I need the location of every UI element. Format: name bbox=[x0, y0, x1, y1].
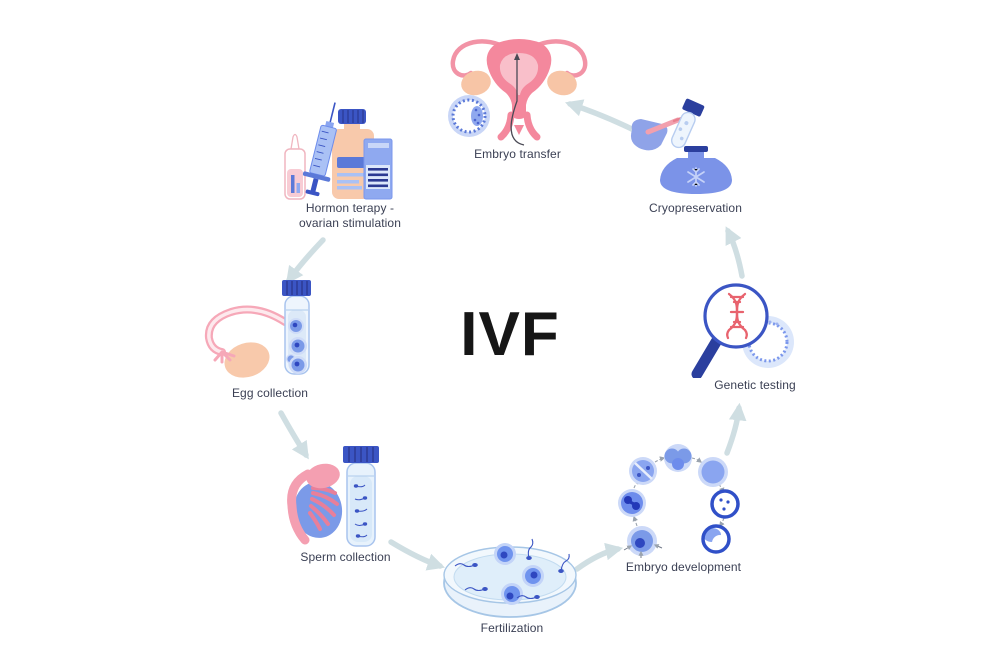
pipette bbox=[645, 117, 681, 135]
diagram-title: IVF bbox=[460, 300, 560, 369]
cryo-tank bbox=[660, 146, 732, 194]
step-label-sperm-collection: Sperm collection bbox=[300, 550, 391, 564]
syringe bbox=[302, 102, 337, 197]
step-label-egg-collection: Egg collection bbox=[231, 386, 309, 400]
uterus bbox=[486, 39, 552, 141]
step-embryo-development: Embryo development bbox=[606, 438, 761, 575]
hormone-therapy-label-line1: Hormon terapy - bbox=[305, 201, 395, 215]
magnifier-dna-icon bbox=[691, 283, 794, 378]
step-label-hormone-therapy: Hormon terapy - ovarian stimulation bbox=[280, 201, 420, 231]
early-blastocyst bbox=[710, 489, 740, 519]
step-fertilization: Fertilization bbox=[437, 533, 587, 636]
sperm-cells bbox=[454, 538, 570, 600]
cryo-tank-test-tube-icon bbox=[630, 98, 732, 194]
step-genetic-testing: Genetic testing bbox=[690, 282, 820, 393]
flow-arrow-genetic-to-cryo bbox=[725, 226, 745, 279]
flow-arrow-cryo-to-transfer bbox=[564, 99, 639, 134]
step-cryopreservation: Cryopreservation bbox=[628, 96, 763, 216]
collected-eggs bbox=[286, 318, 307, 374]
morula-cell bbox=[698, 457, 728, 487]
dividing-cell bbox=[629, 457, 657, 485]
uterus-catheter-blastocyst-icon bbox=[448, 39, 588, 146]
two-cell-stage bbox=[664, 444, 692, 472]
test-tube bbox=[282, 280, 311, 375]
step-label-genetic-testing: Genetic testing bbox=[714, 378, 796, 392]
egg-cells bbox=[494, 543, 544, 605]
ovary-test-tube-icon bbox=[204, 280, 311, 378]
step-label-fertilization: Fertilization bbox=[480, 621, 544, 635]
flow-arrow-hormone-to-egg bbox=[285, 237, 326, 285]
step-sperm-collection: Sperm collection bbox=[283, 438, 408, 565]
ampoule bbox=[284, 133, 306, 200]
step-label-embryo-transfer: Embryo transfer bbox=[474, 147, 561, 161]
dna-icon bbox=[726, 292, 748, 340]
flow-arrow-fertilization-to-development bbox=[574, 542, 624, 572]
flow-arrow-egg-to-sperm bbox=[278, 410, 309, 460]
medicine-box bbox=[363, 138, 393, 200]
fertilized-egg-cell bbox=[623, 526, 663, 558]
step-label-cryopreservation: Cryopreservation bbox=[649, 201, 742, 215]
blastocyst bbox=[448, 95, 490, 137]
syringe-ampoule-medicine-icon bbox=[284, 102, 393, 200]
hormone-therapy-label-line2: ovarian stimulation bbox=[299, 216, 401, 230]
pronuclei-cell bbox=[618, 489, 646, 517]
flow-arrow-sperm-to-fertilization bbox=[388, 539, 446, 571]
test-tube bbox=[343, 446, 379, 547]
step-hormone-therapy: Hormon terapy - ovarian stimulation bbox=[280, 95, 420, 231]
cell-division-cycle-icon bbox=[618, 444, 740, 558]
snowflake-icon bbox=[687, 167, 705, 187]
step-label-embryo-development: Embryo development bbox=[625, 560, 742, 574]
petri-dish-eggs-sperm-icon bbox=[443, 538, 577, 618]
fallopian-tube-ovary bbox=[204, 305, 289, 378]
sperm-sample bbox=[353, 484, 368, 538]
gloved-hand bbox=[630, 119, 668, 151]
blastocyst-stage bbox=[701, 524, 731, 554]
test-tube bbox=[670, 98, 705, 149]
testicle-test-tube-icon bbox=[287, 446, 379, 547]
right-ovary bbox=[547, 70, 577, 96]
step-egg-collection: Egg collection bbox=[195, 268, 345, 401]
testicle bbox=[287, 463, 343, 545]
step-embryo-transfer: Embryo transfer bbox=[440, 33, 595, 162]
flow-arrow-development-to-genetic bbox=[724, 402, 747, 456]
left-ovary bbox=[461, 70, 491, 96]
catheter bbox=[510, 53, 525, 146]
